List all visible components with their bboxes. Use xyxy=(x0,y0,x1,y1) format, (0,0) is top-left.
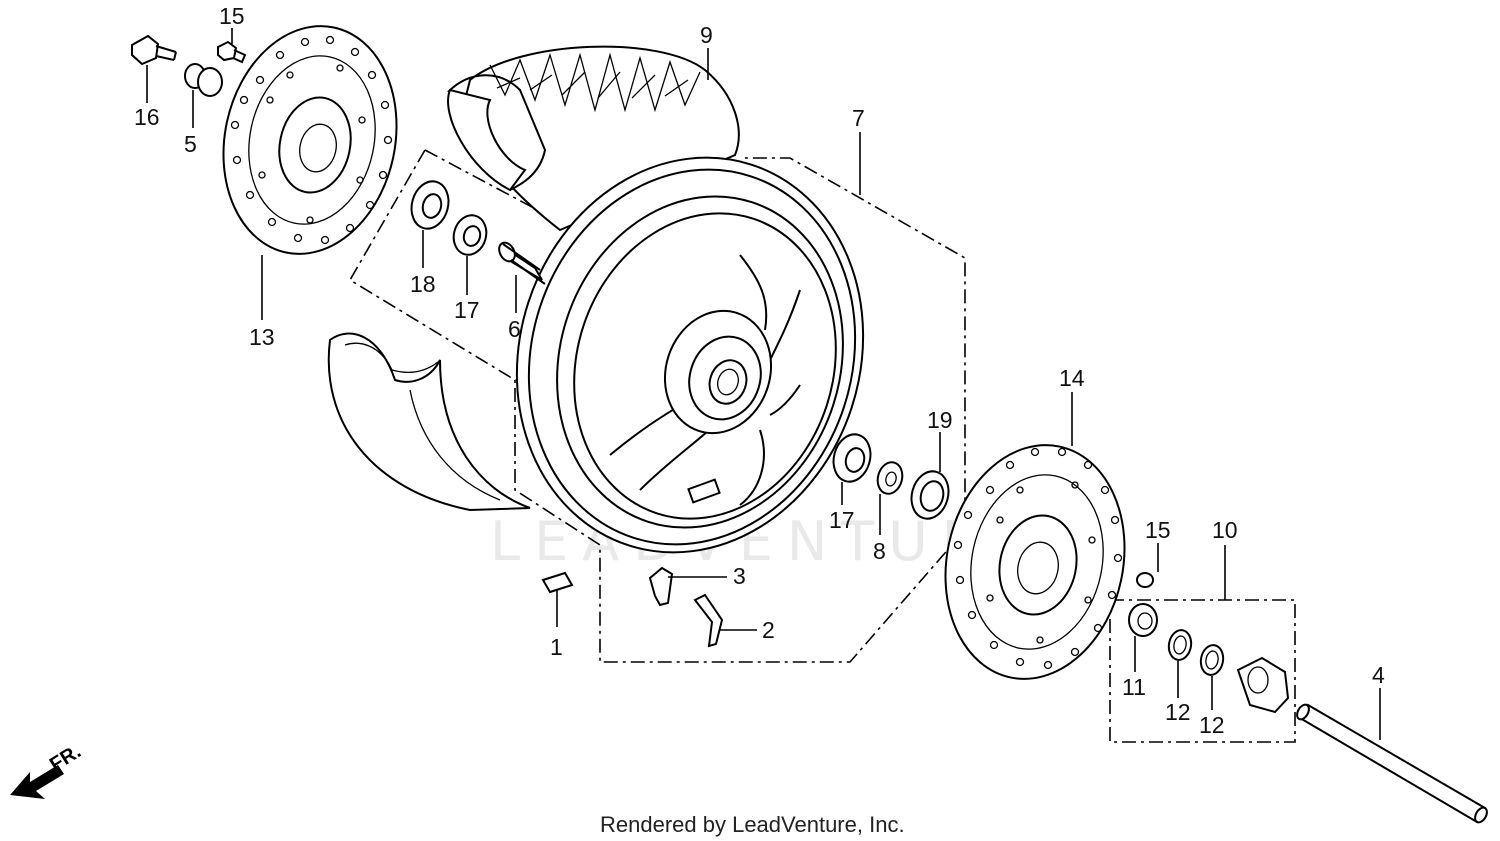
callout-19: 19 xyxy=(927,407,953,433)
dust-seal[interactable] xyxy=(906,467,953,523)
callout-15-right: 15 xyxy=(1145,517,1171,543)
callout-7: 7 xyxy=(852,105,865,131)
callout-2: 2 xyxy=(762,617,775,643)
callout-12-b: 12 xyxy=(1199,712,1225,738)
gear-box-retainer[interactable] xyxy=(1128,603,1158,637)
callout-9: 9 xyxy=(700,22,713,48)
callout-4: 4 xyxy=(1372,662,1385,688)
callout-8: 8 xyxy=(873,538,886,564)
left-bearing-18[interactable] xyxy=(406,177,453,233)
side-collar[interactable] xyxy=(874,459,905,496)
callout-16: 16 xyxy=(134,104,160,130)
tire[interactable] xyxy=(447,45,740,232)
speedometer-gear-group-outline xyxy=(1109,599,1296,743)
right-bearing-17[interactable] xyxy=(828,430,875,486)
front-axle[interactable] xyxy=(1295,703,1490,825)
callout-12-a: 12 xyxy=(1165,699,1191,725)
balance-weight[interactable] xyxy=(541,571,574,594)
tire-cross-section xyxy=(327,332,531,512)
thrust-washer-1[interactable] xyxy=(1167,628,1194,661)
callout-5: 5 xyxy=(184,131,197,157)
callout-18: 18 xyxy=(410,271,436,297)
collar[interactable] xyxy=(184,63,223,97)
callout-11: 11 xyxy=(1122,674,1146,700)
left-bearing-17[interactable] xyxy=(449,212,490,259)
callout-10: 10 xyxy=(1212,517,1238,543)
callout-15-top: 15 xyxy=(219,3,245,29)
speedometer-gear-box[interactable] xyxy=(1236,656,1290,714)
distance-collar[interactable] xyxy=(496,240,546,285)
footer-credit: Rendered by LeadVenture, Inc. xyxy=(600,812,905,837)
callout-6: 6 xyxy=(508,316,521,342)
flange-bolt[interactable] xyxy=(131,34,177,66)
callout-14: 14 xyxy=(1059,365,1085,391)
valve-bracket[interactable] xyxy=(648,566,674,607)
wheel-rim[interactable] xyxy=(467,112,914,597)
left-brake-disc[interactable] xyxy=(203,10,417,270)
disc-screw-right[interactable] xyxy=(1136,572,1154,588)
disc-screw-top[interactable] xyxy=(217,40,247,64)
callout-13: 13 xyxy=(249,324,275,350)
wheel-group-outline xyxy=(348,149,966,663)
callout-17-left: 17 xyxy=(454,297,480,323)
callout-3: 3 xyxy=(733,563,746,589)
right-brake-disc[interactable] xyxy=(924,428,1145,695)
front-direction-arrow-icon xyxy=(10,765,64,799)
callout-17-right: 17 xyxy=(829,507,855,533)
thrust-washer-2[interactable] xyxy=(1199,643,1226,676)
air-valve[interactable] xyxy=(693,593,724,648)
callout-1: 1 xyxy=(550,634,563,660)
